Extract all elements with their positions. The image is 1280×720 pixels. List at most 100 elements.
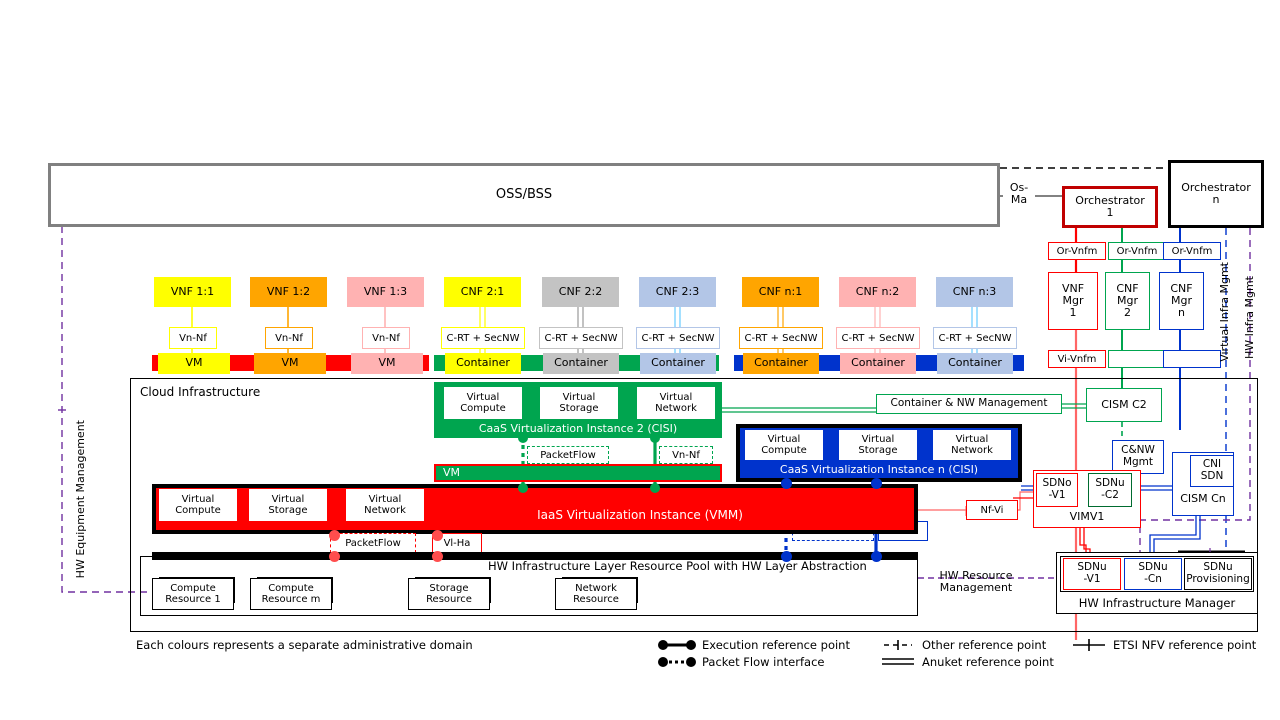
runtime-container-cnf23[interactable]: Container bbox=[640, 353, 716, 374]
runtime-vm-vnf13[interactable]: VM bbox=[351, 353, 423, 374]
exec-dot bbox=[650, 433, 660, 443]
runtime-vm-vnf11[interactable]: VM bbox=[158, 353, 230, 374]
exec-dot bbox=[781, 478, 792, 489]
runtime-container-cnf22[interactable]: Container bbox=[543, 353, 619, 374]
res-line1: Virtual bbox=[659, 392, 693, 403]
function-box-cnf22[interactable]: CNF 2:2 bbox=[542, 277, 619, 307]
function-label: CNF 2:2 bbox=[558, 284, 603, 298]
runtime-container-cnf21[interactable]: Container bbox=[445, 353, 521, 374]
cni-sdn-box[interactable]: CNI SDN bbox=[1190, 455, 1234, 487]
runtime-label: Container bbox=[948, 356, 1002, 370]
res-line2: Resource 1 bbox=[165, 594, 221, 605]
res-line2: Compute bbox=[175, 505, 221, 516]
legend-label: ETSI NFV reference point bbox=[1113, 638, 1257, 652]
function-box-vnf11[interactable]: VNF 1:1 bbox=[154, 277, 231, 307]
runtime-container-cnfn2[interactable]: Container bbox=[840, 353, 916, 374]
function-label: CNF n:1 bbox=[758, 284, 803, 298]
iface-vnf12: Vn-Nf bbox=[265, 327, 313, 349]
cism-c2-box[interactable]: CISM C2 bbox=[1086, 388, 1162, 422]
cloud-infrastructure-box bbox=[130, 378, 1258, 632]
res-line2: Resource m bbox=[261, 594, 321, 605]
function-label: VNF 1:2 bbox=[266, 284, 311, 298]
sdnucn-line2: -Cn bbox=[1144, 573, 1162, 585]
res-line2: Resource bbox=[573, 594, 619, 605]
mgr-line2: Mgr bbox=[1062, 293, 1084, 307]
rp-or-vnfm-2: Or-Vnfm bbox=[1108, 242, 1166, 260]
mgr-line1: CNF bbox=[1170, 281, 1193, 295]
footnote: Each colours represents a separate admin… bbox=[136, 638, 473, 652]
cism-c2-label: CISM C2 bbox=[1101, 397, 1147, 411]
orchestrator-1-box[interactable]: Orchestrator 1 bbox=[1062, 186, 1158, 228]
cnf-mgr-2-box[interactable]: CNF Mgr 2 bbox=[1105, 272, 1150, 330]
orchestrator-1-line2: 1 bbox=[1106, 206, 1114, 219]
runtime-vm-vnf12[interactable]: VM bbox=[254, 353, 326, 374]
iface-vnf13: Vn-Nf bbox=[362, 327, 410, 349]
runtime-label: Container bbox=[456, 356, 510, 370]
sdnu-provisioning-box[interactable]: SDNu Provisioning bbox=[1184, 558, 1252, 590]
exec-dot bbox=[650, 483, 660, 493]
sdno-v1-box[interactable]: SDNo -V1 bbox=[1036, 473, 1078, 507]
iface-label: Vn-Nf bbox=[179, 332, 207, 344]
runtime-container-cnfn1[interactable]: Container bbox=[743, 353, 819, 374]
legend-label: Anuket reference point bbox=[922, 655, 1054, 669]
rp-or-vnfm-1: Or-Vnfm bbox=[1048, 242, 1106, 260]
container-nw-management-box[interactable]: Container & NW Management bbox=[876, 394, 1062, 414]
rp-label: Vn-Nf bbox=[672, 449, 700, 461]
legend-item-etsi: ETSI NFV reference point bbox=[1113, 638, 1256, 652]
function-box-cnfn1[interactable]: CNF n:1 bbox=[742, 277, 819, 307]
vm-bar-label: VM bbox=[443, 466, 461, 479]
function-box-cnf21[interactable]: CNF 2:1 bbox=[444, 277, 521, 307]
runtime-container-cnfn3[interactable]: Container bbox=[937, 353, 1013, 374]
rp-packetflow-cisi2: PacketFlow bbox=[527, 446, 609, 464]
function-box-cnf23[interactable]: CNF 2:3 bbox=[639, 277, 716, 307]
cnw-line2: Mgmt bbox=[1122, 456, 1154, 468]
sdnu-cn-box[interactable]: SDNu -Cn bbox=[1124, 558, 1182, 590]
ossbss-box[interactable]: OSS/BSS bbox=[48, 163, 1000, 227]
res-line1: Compute bbox=[170, 583, 216, 594]
runtime-label: Container bbox=[554, 356, 608, 370]
exec-dot bbox=[432, 530, 443, 541]
function-box-cnfn2[interactable]: CNF n:2 bbox=[839, 277, 916, 307]
function-box-cnfn3[interactable]: CNF n:3 bbox=[936, 277, 1013, 307]
rp-nf-vi: Nf-Vi bbox=[966, 500, 1018, 520]
runtime-label: Container bbox=[651, 356, 705, 370]
cnf-mgr-n-box[interactable]: CNF Mgr n bbox=[1159, 272, 1204, 330]
orchestrator-n-line2: n bbox=[1212, 193, 1220, 206]
exec-dot bbox=[781, 551, 792, 562]
mgr-line1: CNF bbox=[1116, 281, 1139, 295]
legend-label: Other reference point bbox=[922, 638, 1047, 652]
exec-dot bbox=[329, 551, 340, 562]
vm-bar[interactable] bbox=[434, 464, 722, 482]
cnw-mgmt-box[interactable]: C&NW Mgmt bbox=[1112, 440, 1164, 474]
orchestrator-n-box[interactable]: Orchestrator n bbox=[1168, 160, 1264, 228]
hw-equipment-management-label: HW Equipment Management bbox=[74, 420, 87, 579]
iface-label: C-RT + SecNW bbox=[841, 332, 915, 344]
iface-cnfn2: C-RT + SecNW bbox=[836, 327, 920, 349]
rp-packetflow-iaas: PacketFlow bbox=[330, 533, 416, 553]
container-nw-label: Container & NW Management bbox=[890, 397, 1048, 410]
rp-vi-vnfm: Vi-Vnfm bbox=[1048, 350, 1106, 368]
function-box-vnf12[interactable]: VNF 1:2 bbox=[250, 277, 327, 307]
iface-label: C-RT + SecNW bbox=[446, 332, 520, 344]
legend-item-execution: Execution reference point bbox=[702, 638, 850, 652]
function-box-vnf13[interactable]: VNF 1:3 bbox=[347, 277, 424, 307]
sdnu-c2-box[interactable]: SDNu -C2 bbox=[1088, 473, 1132, 507]
sdnup-line1: SDNu bbox=[1203, 561, 1233, 574]
vnf-mgr-1-box[interactable]: VNF Mgr 1 bbox=[1048, 272, 1098, 330]
sdnup-line2: Provisioning bbox=[1186, 573, 1250, 585]
orchestrator-1-line1: Orchestrator bbox=[1075, 193, 1145, 207]
sdnu-v1-box[interactable]: SDNu -V1 bbox=[1063, 558, 1121, 590]
